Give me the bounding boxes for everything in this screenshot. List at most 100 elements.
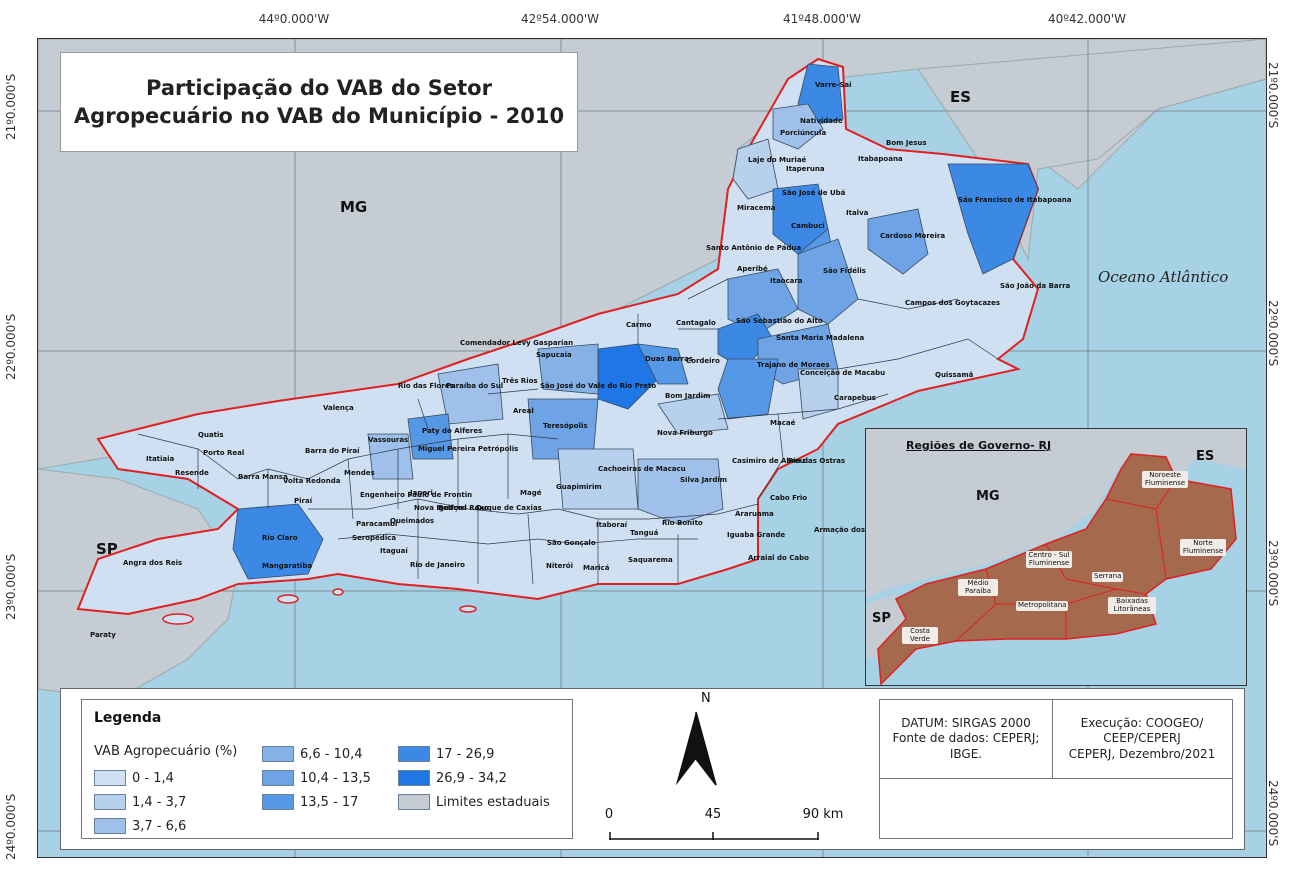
municipality-label: Cabo Frio xyxy=(770,494,808,502)
inset-title: Regiões de Governo- RJ xyxy=(906,439,1052,452)
info-box: DATUM: SIRGAS 2000 Fonte de dados: CEPER… xyxy=(879,699,1233,839)
legend-swatch xyxy=(262,794,294,810)
municipality-label: Sapucaia xyxy=(536,351,572,359)
municipality-label: São José do Vale do Rio Preto xyxy=(540,382,657,390)
inset-region-label: Norte Fluminense xyxy=(1180,539,1226,557)
municipality-label: Rio das Ostras xyxy=(788,457,846,465)
municipality-label: Três Rios xyxy=(502,377,538,385)
latitude-label-left: 23º0.000'S xyxy=(4,553,18,620)
longitude-label: 40º42.000'W xyxy=(1047,12,1127,26)
map-title-line1: Participação do VAB do Setor xyxy=(146,75,492,100)
municipality-label: Areal xyxy=(513,407,534,415)
municipal-boundaries xyxy=(137,278,999,585)
municipality-label: Bom Jardim xyxy=(665,392,711,400)
municipality-label: Iguaba Grande xyxy=(727,531,786,539)
municipality-label: Resende xyxy=(175,469,209,477)
municipality-label: Guapimirim xyxy=(556,483,602,491)
legend-label: 6,6 - 10,4 xyxy=(300,746,363,762)
municipality-label: Porto Real xyxy=(203,449,245,457)
municipality-label: Quissamã xyxy=(935,371,974,379)
latitude-label-right: 24º0.000'S xyxy=(1266,780,1280,847)
municipality-label: Campos dos Goytacazes xyxy=(905,299,1001,307)
municipality-label: Maricá xyxy=(583,564,610,572)
municipality-label: Carmo xyxy=(626,321,652,329)
longitude-label: 42º54.000'W xyxy=(520,12,600,26)
legend-item: 13,5 - 17 xyxy=(262,794,358,810)
municipality-label: Armação dos Búzios xyxy=(814,526,894,534)
latitude-label-left: 24º0.000'S xyxy=(4,793,18,860)
municipality-label: Rio de Janeiro xyxy=(410,561,465,569)
municipality-label: São João da Barra xyxy=(1000,282,1071,290)
municipality-label: Rio Bonito xyxy=(662,519,703,527)
municipality-label: Silva Jardim xyxy=(680,476,728,484)
legend-item: 17 - 26,9 xyxy=(398,746,494,762)
municipality-label: Arraial do Cabo xyxy=(748,554,809,562)
municipality-label: Barra do Piraí xyxy=(305,447,360,455)
execution-text: CEPERJ, Dezembro/2021 xyxy=(1068,746,1216,761)
municipality-label: Itaguaí xyxy=(380,547,408,555)
inset-region-label: Baixadas Litorâneas xyxy=(1108,597,1156,615)
municipality-label: Tanguá xyxy=(630,529,659,537)
municipality-label: Queimados xyxy=(390,517,435,525)
municipality-label: Bom Jesus xyxy=(886,139,927,147)
legend-item: 0 - 1,4 xyxy=(94,770,174,786)
inset-map-regions[interactable]: Regiões de Governo- RJ MG ES SP Noroeste… xyxy=(865,428,1247,686)
municipality-label: Vassouras xyxy=(368,436,409,444)
municipality-label: Rio das Flores xyxy=(398,382,454,390)
municipality-label: Araruama xyxy=(735,510,774,518)
municipality-polygons[interactable] xyxy=(232,63,1039,580)
municipality-label: Piraí xyxy=(294,497,313,505)
legend-label: 0 - 1,4 xyxy=(132,770,174,786)
datum-source-cell: DATUM: SIRGAS 2000 Fonte de dados: CEPER… xyxy=(880,700,1053,779)
latitude-label-right: 21º0.000'S xyxy=(1266,62,1280,129)
north-letter: N xyxy=(701,691,711,706)
municipality-label: Laje do Muriaé xyxy=(748,156,807,164)
legend-label: 1,4 - 3,7 xyxy=(132,794,187,810)
legend-swatch xyxy=(94,794,126,810)
municipality-label: São Fidélis xyxy=(823,267,866,275)
source-text: Fonte de dados: CEPERJ; xyxy=(892,731,1040,746)
municipality-label: Volta Redonda xyxy=(283,477,341,485)
municipality-label: Paraty xyxy=(90,631,116,639)
legend-item: 1,4 - 3,7 xyxy=(94,794,186,810)
map-title: Participação do VAB do Setor Agropecuári… xyxy=(60,52,578,152)
municipality-label: Cardoso Moreira xyxy=(880,232,946,240)
legend-swatch xyxy=(398,794,430,810)
municipality-label: Quatis xyxy=(198,431,224,439)
legend-swatch xyxy=(262,770,294,786)
inset-region-label: Metropolitana xyxy=(1016,601,1069,611)
municipality-label: Paraíba do Sul xyxy=(446,382,504,390)
legend-label: 3,7 - 6,6 xyxy=(132,818,187,834)
inset-region-label: Noroeste Fluminense xyxy=(1142,471,1188,489)
municipality-label: Itabapoana xyxy=(858,155,903,163)
municipality-label: Conceição de Macabu xyxy=(800,369,886,377)
inset-label-mg: MG xyxy=(976,489,1000,504)
municipality-label: Itaperuna xyxy=(786,165,825,173)
ocean-label: Oceano Atlântico xyxy=(1098,268,1229,286)
legend-label: Limites estaduais xyxy=(436,794,550,810)
municipality-label: Magé xyxy=(520,489,542,497)
inset-region-label: Centro - Sul Fluminense xyxy=(1026,551,1072,569)
legend-label: 17 - 26,9 xyxy=(436,746,495,762)
coastal-islands xyxy=(162,588,477,625)
municipality-label: São Gonçalo xyxy=(547,539,596,547)
legend-label: 26,9 - 34,2 xyxy=(436,770,507,786)
municipality-label: Macaé xyxy=(770,419,796,427)
municipality-label: Miguel Pereira xyxy=(418,445,476,453)
municipality-label: Teresópolis xyxy=(543,422,588,430)
legend-item: 6,6 - 10,4 xyxy=(262,746,363,762)
municipality-label: Santo Antônio de Pádua xyxy=(706,244,802,252)
municipality-label: Nova Friburgo xyxy=(657,429,713,437)
longitude-label: 41º48.000'W xyxy=(782,12,862,26)
inset-region-label: Serrana xyxy=(1092,572,1124,582)
execution-text: CEEP/CEPERJ xyxy=(1103,731,1181,746)
legend-swatch xyxy=(398,746,430,762)
latitude-label-left: 21º0.000'S xyxy=(4,73,18,140)
legend-swatch xyxy=(94,770,126,786)
municipality-label: Varre-Sai xyxy=(815,81,852,89)
municipality-label: Itatiaia xyxy=(146,455,175,463)
municipality-label: Itaocara xyxy=(770,277,803,285)
municipality-label: Paty do Alferes xyxy=(422,427,483,435)
scale-bar xyxy=(609,832,819,840)
municipality-label: Niterói xyxy=(546,562,574,570)
